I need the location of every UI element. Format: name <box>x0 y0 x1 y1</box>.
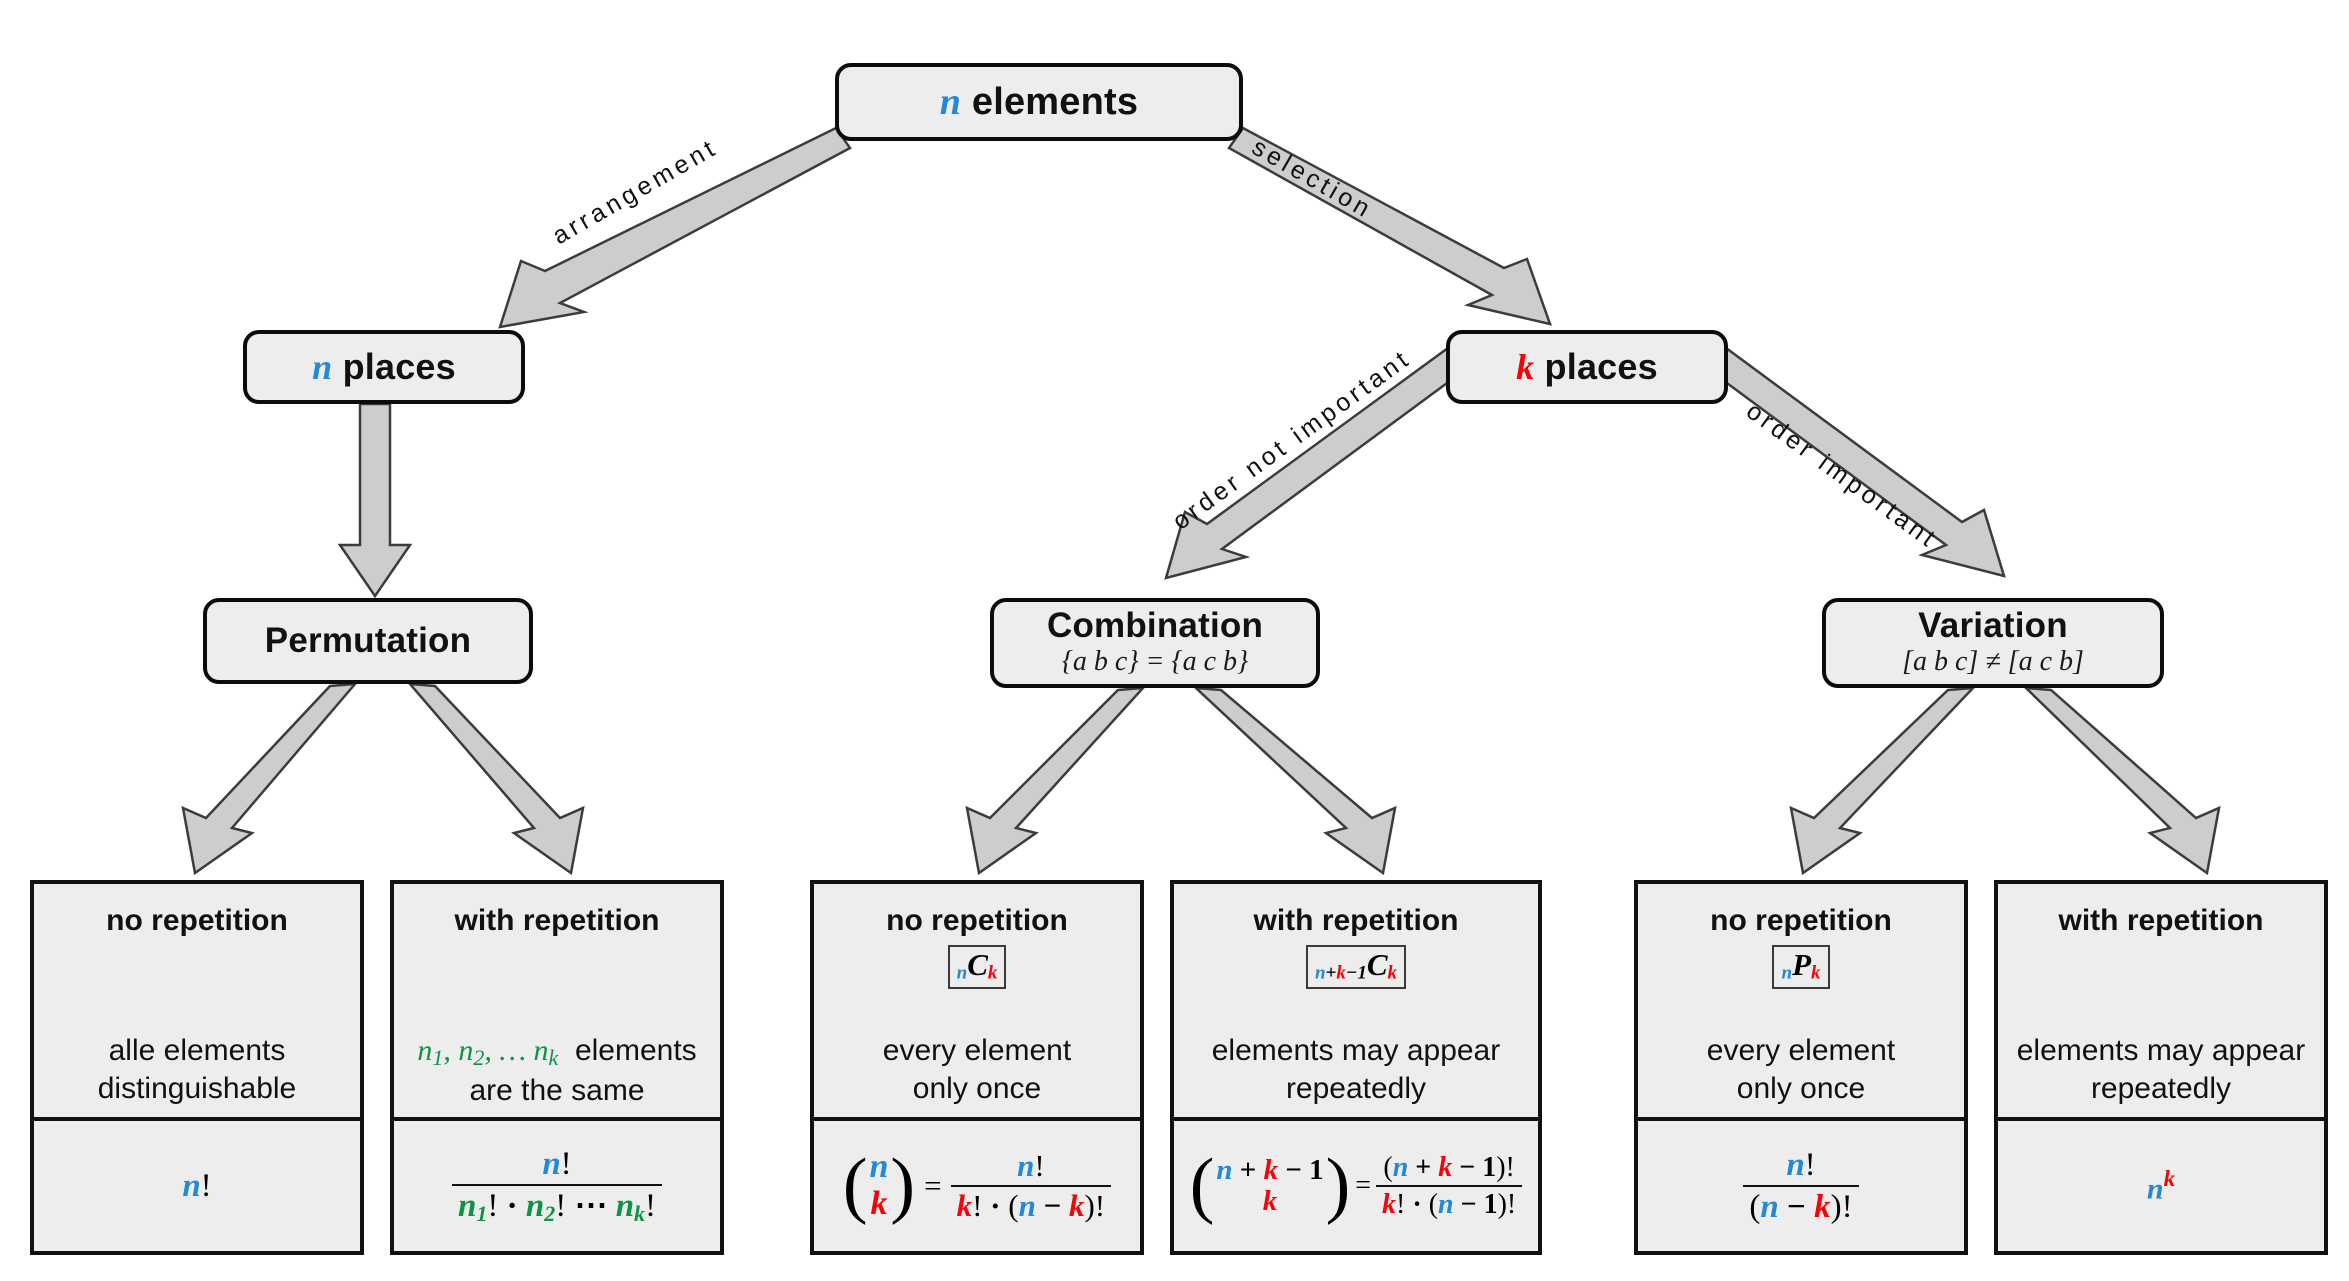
leaf-description-line-2: repeatedly <box>2090 1072 2232 1106</box>
arrow-root-to-kplaces <box>1227 126 1552 326</box>
node-n-elements-label: elements <box>961 81 1139 123</box>
arrow-variation-to-leaf-4 <box>1789 686 1977 876</box>
leaf-card-combination-no-repetition[interactable]: no repetition nCk every element only onc… <box>810 880 1144 1255</box>
arrow-root-to-nplaces <box>498 126 852 329</box>
leaf-title: with repetition <box>454 904 660 937</box>
leaf-description-line-2: only once <box>912 1072 1042 1106</box>
node-k-places[interactable]: k places <box>1446 330 1728 404</box>
notation-badge-nCk: nCk <box>947 945 1007 990</box>
formula-n-factorial: n! <box>182 1167 212 1204</box>
arrow-kplaces-to-variation <box>1710 346 2006 578</box>
node-variation-subtitle: [a b c] ≠ [a c b] <box>1902 646 2084 678</box>
arrow-nplaces-to-permutation <box>337 402 413 599</box>
notation-badge-nPk: nPk <box>1772 945 1830 990</box>
node-combination-subtitle: {a b c} = {a c b} <box>1061 646 1249 678</box>
leaf-title: with repetition <box>2058 904 2264 937</box>
leaf-formula: n! (n − k)! <box>1638 1117 1964 1251</box>
leaf-upper: with repetition n1, n2, … nk elements ar… <box>394 884 720 1117</box>
node-combination-title: Combination <box>1046 605 1264 645</box>
formula-n-power-k: nk <box>2146 1165 2176 1206</box>
leaf-upper: no repetition alle elements distinguisha… <box>34 884 360 1117</box>
variable-n: n <box>939 81 962 123</box>
leaf-card-variation-no-repetition[interactable]: no repetition nPk every element only onc… <box>1634 880 1968 1255</box>
arrow-permutation-to-leaf-0 <box>181 682 358 876</box>
leaf-description: elements may appear repeatedly <box>1174 1032 1538 1109</box>
leaf-description: every element only once <box>1638 1032 1964 1109</box>
leaf-formula: n! <box>34 1117 360 1251</box>
leaf-description-line-1: every element <box>882 1034 1072 1067</box>
node-k-places-label: places <box>1534 346 1658 387</box>
leaf-description-line-1: elements may appear <box>1211 1034 1501 1067</box>
arrow-variation-to-leaf-5 <box>2022 686 2221 876</box>
leaf-title: no repetition <box>886 904 1068 937</box>
arrow-combination-to-leaf-2 <box>965 686 1147 876</box>
node-variation-title: Variation <box>1918 605 2068 645</box>
leaf-title: no repetition <box>106 904 288 937</box>
node-variation[interactable]: Variation [a b c] ≠ [a c b] <box>1822 598 2164 688</box>
variable-n: n <box>312 347 333 387</box>
node-n-places[interactable]: n places <box>243 330 525 404</box>
leaf-card-permutation-no-repetition[interactable]: no repetition alle elements distinguisha… <box>30 880 364 1255</box>
leaf-description-vars: n1, n2, … nk <box>417 1034 559 1070</box>
leaf-title: no repetition <box>1710 904 1892 937</box>
leaf-description-line-2: only once <box>1736 1072 1866 1106</box>
arrow-permutation-to-leaf-1 <box>407 682 585 876</box>
leaf-upper: with repetition n+k−1Ck elements may app… <box>1174 884 1538 1117</box>
leaf-description: alle elements distinguishable <box>34 1032 360 1109</box>
notation-badge-nk1Ck: n+k−1Ck <box>1305 945 1407 990</box>
node-n-places-label: places <box>332 346 456 387</box>
formula-partial-permutation: n! (n − k)! <box>1743 1147 1859 1225</box>
leaf-title: with repetition <box>1253 904 1459 937</box>
leaf-upper: no repetition nCk every element only onc… <box>814 884 1140 1117</box>
leaf-description: elements may appear repeatedly <box>1998 1032 2324 1109</box>
arrow-combination-to-leaf-3 <box>1192 686 1397 876</box>
node-n-elements[interactable]: n elements <box>835 63 1243 141</box>
node-n-elements-title: n elements <box>940 80 1138 124</box>
node-n-places-title: n places <box>312 346 456 388</box>
formula-multiset-permutation: n! n1! · n2! ⋯ nk! <box>451 1146 663 1225</box>
leaf-formula: nk <box>1998 1117 2324 1251</box>
leaf-description-line-2: distinguishable <box>97 1072 297 1106</box>
leaf-upper: no repetition nPk every element only onc… <box>1638 884 1964 1117</box>
node-combination[interactable]: Combination {a b c} = {a c b} <box>990 598 1320 688</box>
leaf-card-permutation-with-repetition[interactable]: with repetition n1, n2, … nk elements ar… <box>390 880 724 1255</box>
leaf-card-variation-with-repetition[interactable]: with repetition elements may appear repe… <box>1994 880 2328 1255</box>
leaf-description-line-2: are the same <box>469 1073 645 1107</box>
leaf-description-line-1: elements may appear <box>2016 1034 2306 1067</box>
leaf-card-combination-with-repetition[interactable]: with repetition n+k−1Ck elements may app… <box>1170 880 1542 1255</box>
leaf-description-line-2: repeatedly <box>1285 1072 1427 1106</box>
node-permutation[interactable]: Permutation <box>203 598 533 684</box>
node-k-places-title: k places <box>1516 346 1658 388</box>
leaf-description-line-1: every element <box>1706 1034 1896 1067</box>
leaf-upper: with repetition elements may appear repe… <box>1998 884 2324 1117</box>
arrow-kplaces-to-combination <box>1164 346 1464 580</box>
leaf-formula: n! n1! · n2! ⋯ nk! <box>394 1117 720 1251</box>
leaf-description-line-1: alle elements <box>108 1034 286 1067</box>
leaf-description-line-1: elements <box>566 1034 697 1067</box>
variable-k: k <box>1516 347 1535 387</box>
leaf-description: every element only once <box>814 1032 1140 1109</box>
leaf-description: n1, n2, … nk elements are the same <box>394 1032 720 1110</box>
node-permutation-title: Permutation <box>264 621 472 660</box>
